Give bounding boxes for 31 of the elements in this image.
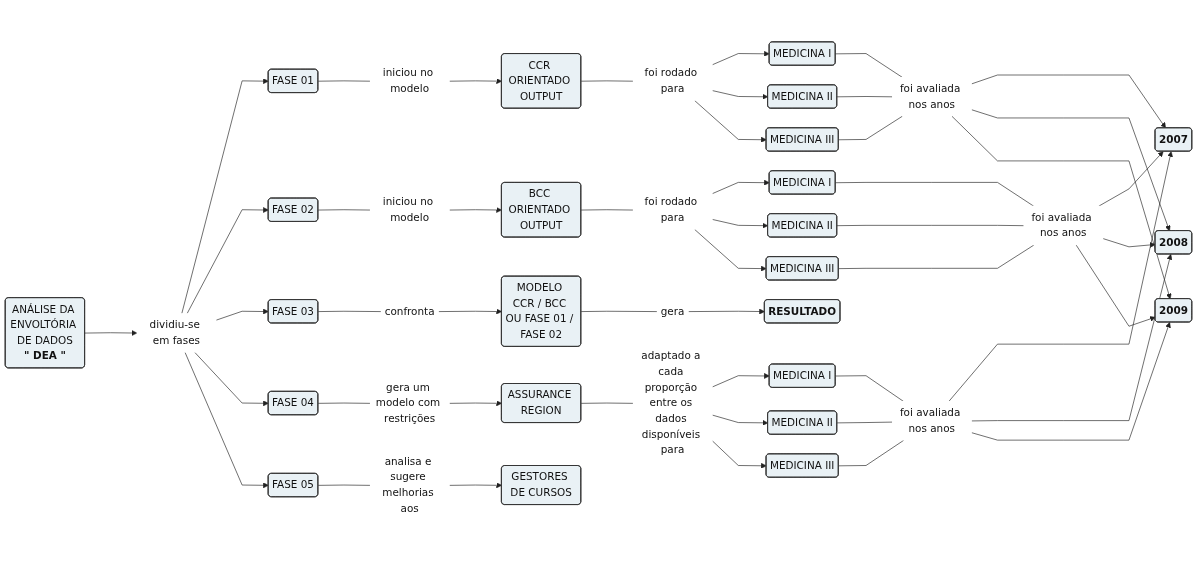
connector	[580, 402, 634, 404]
node-text: iniciou no modelo	[382, 195, 434, 224]
connector	[836, 421, 893, 424]
connector	[836, 96, 893, 98]
connector	[835, 182, 1034, 207]
node-text: gera um modelo com restrições	[375, 380, 441, 425]
node-text: foi rodado para	[644, 195, 698, 224]
connector	[317, 310, 382, 312]
node-text: iniciou no modelo	[382, 66, 434, 95]
node-text: adaptado a cada proporção entre os dados disponíveis para	[641, 349, 701, 456]
node-text: foi avaliada nos anos	[899, 406, 961, 435]
node-text: dividiu-se em fases	[149, 318, 200, 347]
connector	[317, 402, 371, 404]
connector	[317, 80, 371, 82]
connector	[835, 53, 903, 78]
connector	[836, 225, 1025, 226]
connector	[838, 244, 1034, 269]
connector	[580, 80, 634, 82]
node-text: foi avaliada nos anos	[899, 82, 961, 111]
connector	[580, 310, 658, 312]
node-text: gera	[660, 304, 685, 318]
node-text: analisa e sugere melhorias aos	[382, 455, 434, 515]
connector	[838, 440, 904, 467]
connector	[835, 375, 904, 402]
node-text: confronta	[384, 304, 435, 318]
connector	[317, 209, 371, 211]
connector	[317, 484, 371, 486]
connector	[838, 116, 903, 141]
node-text: foi avaliada nos anos	[1031, 211, 1092, 240]
connector	[580, 209, 634, 211]
node-text: foi rodado para	[644, 66, 698, 95]
